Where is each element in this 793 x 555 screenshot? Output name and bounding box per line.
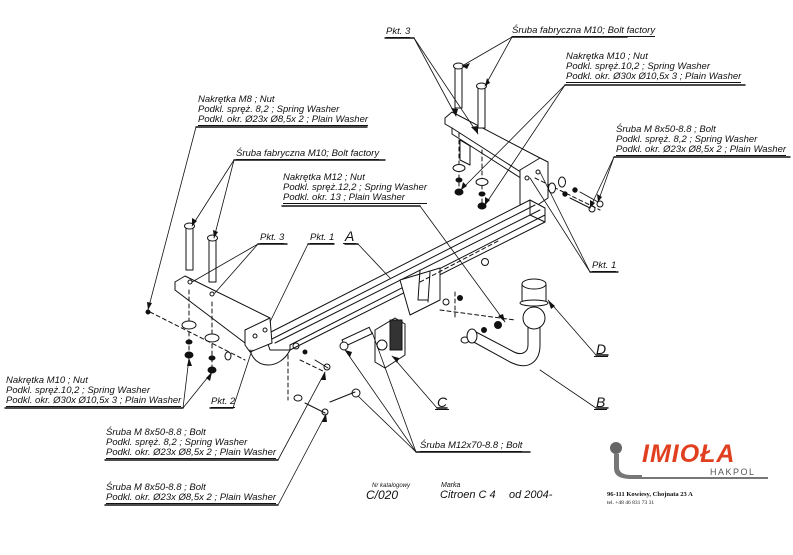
label-left-pkt3: Pkt. 3	[260, 232, 285, 244]
socket-plate	[374, 267, 441, 369]
ball-neck	[466, 297, 546, 367]
label-pkt2: Pkt. 2	[211, 396, 236, 408]
label-line: Podkl. okr. Ø30x Ø10,5x 3 ; Plain Washer	[566, 71, 742, 83]
catalog-number: C/020	[366, 488, 399, 502]
catalog-caption: Nr katalogowy	[372, 483, 411, 489]
label-line: Podkl. okr. Ø23x Ø8,5x 2 ; Plain Washer	[198, 114, 369, 126]
ball-cap	[519, 278, 549, 307]
center-nuts	[442, 258, 502, 344]
label-left-pkt1: Pkt. 1	[310, 232, 335, 244]
main-crossbar	[264, 199, 546, 351]
label-top-pkt3: Pkt. 3	[386, 26, 411, 38]
label-line: Podkl. spręż. 8,2 ; Spring Washer	[198, 104, 340, 115]
leader-lines	[4, 36, 791, 506]
label-line: Podkl. spręż. 8,2 ; Spring Washer	[616, 134, 758, 145]
label-left-bolt-factory: Śruba fabryczna M10; Bolt factory	[236, 148, 380, 160]
label-line: Nakrętka M10 ; Nut	[566, 51, 648, 62]
right-side-bolts	[534, 176, 604, 213]
label-bolt-m12: Śruba M12x70-8.8 ; Bolt	[420, 440, 523, 452]
company-logo: IMIOŁA HAKPOL	[602, 440, 770, 482]
label-top-bolt-factory: Śruba fabryczna M10; Bolt factory	[512, 25, 656, 37]
logo-sub: HAKPOL	[710, 467, 756, 477]
label-line: Śruba M 8x50-8.8 ; Bolt	[106, 482, 206, 493]
left-mounting-bracket	[174, 275, 291, 366]
label-part-d: D	[594, 341, 609, 357]
label-line: Śruba M 8x50-8.8 ; Bolt	[616, 124, 716, 135]
towball-logo-icon	[610, 442, 642, 479]
label-left-nut-m10: Nakrętka M10 ; Nut Podkl. spręż.10,2 ; S…	[6, 375, 182, 407]
label-line: Podkl. spręż.10,2 ; Spring Washer	[6, 385, 150, 396]
label-right-bolt-m8: Śruba M 8x50-8.8 ; Bolt Podkl. spręż. 8,…	[616, 124, 787, 156]
leader-arrowheads	[147, 63, 602, 422]
label-line: Podkl. okr. Ø30x Ø10,5x 3 ; Plain Washer	[6, 395, 182, 407]
label-line: Podkl. spręż.10,2 ; Spring Washer	[566, 61, 710, 72]
year-range: od 2004-	[509, 489, 553, 501]
label-center-nut-m12: Nakrętka M12 ; Nut Podkl. spręż.12,2 ; S…	[283, 173, 427, 204]
label-line: Podkl. spręż. 8,2 ; Spring Washer	[106, 437, 248, 448]
label-line: Nakrętka M10 ; Nut	[6, 375, 88, 386]
label-bottom-bolt-1: Śruba M 8x50-8.8 ; Bolt Podkl. spręż. 8,…	[106, 427, 277, 459]
crossbar-bottom-bolts	[287, 342, 361, 416]
brand-value: Citroen C 4	[440, 489, 496, 501]
label-part-a: A	[343, 228, 357, 244]
label-left-nut-m8: Nakrętka M8 ; Nut Podkl. spręż. 8,2 ; Sp…	[198, 94, 369, 126]
label-top-right-nut-m10: Nakrętka M10 ; Nut Podkl. spręż.10,2 ; S…	[566, 51, 742, 83]
right-factory-bolts	[453, 62, 487, 129]
company-address: 96-111 Kowiesy, Chojnata 23 A	[607, 491, 693, 498]
left-factory-bolts	[184, 222, 218, 283]
label-line: Nakrętka M12 ; Nut	[283, 172, 365, 183]
logo-divider	[638, 477, 768, 479]
m12-bolt	[339, 326, 373, 351]
label-line: Nakrętka M8 ; Nut	[198, 94, 275, 105]
label-part-b: B	[594, 394, 608, 410]
company-phone: tel. +48 46 831 73 31	[607, 500, 655, 506]
label-line: Podkl. okr. 13 ; Plain Washer	[283, 193, 427, 204]
label-line: Podkl. okr. Ø23x Ø8,5x 2 ; Plain Washer	[616, 144, 787, 156]
label-bottom-bolt-2: Śruba M 8x50-8.8 ; Bolt Podkl. okr. Ø23x…	[106, 482, 277, 504]
label-right-pkt1: Pkt. 1	[592, 260, 617, 272]
label-part-c: C	[435, 394, 450, 410]
left-bracket-fasteners	[145, 289, 246, 374]
label-line: Podkl. okr. Ø23x Ø8,5x 2 ; Plain Washer	[106, 492, 277, 504]
label-line: Podkl. spręż.12,2 ; Spring Washer	[283, 182, 427, 193]
logo-name: IMIOŁA	[642, 440, 736, 468]
brand-caption: Marka	[441, 482, 461, 489]
label-line: Śruba M 8x50-8.8 ; Bolt	[106, 427, 206, 438]
right-bracket-fasteners	[452, 132, 489, 210]
label-line: Podkl. okr. Ø23x Ø8,5x 2 ; Plain Washer	[106, 447, 277, 459]
